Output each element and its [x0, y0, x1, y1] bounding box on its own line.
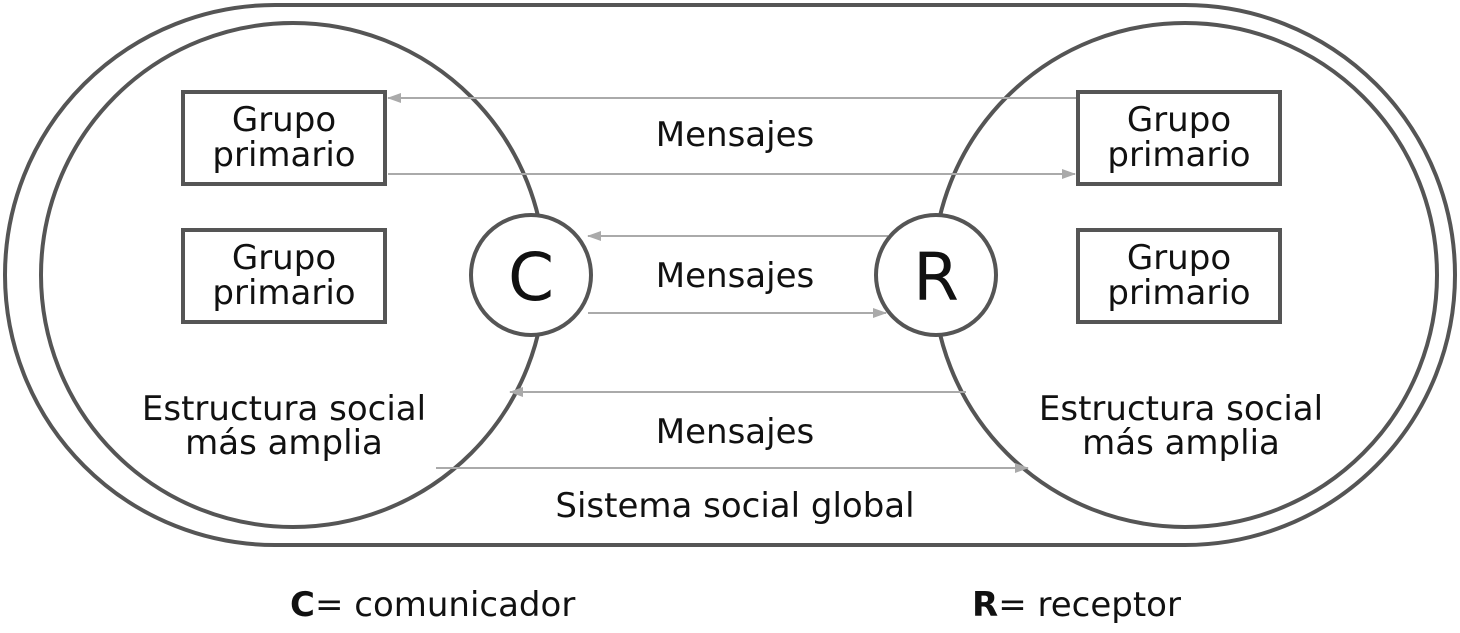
left-primary-group-box-1: Grupo primario [181, 90, 387, 186]
box-text-line2: primario [212, 135, 355, 175]
box-text-line1: Grupo [1127, 238, 1231, 278]
box-text-line2: primario [1107, 135, 1250, 175]
communicator-letter: C [508, 239, 554, 316]
right-primary-group-box-2: Grupo primario [1076, 228, 1282, 324]
legend-c-text: = comunicador [314, 585, 576, 625]
messages-label-bottom: Mensajes [656, 412, 814, 452]
global-social-system-label: Sistema social global [555, 486, 914, 526]
receiver-letter: R [913, 239, 959, 316]
box-text-line1: Grupo [232, 238, 336, 278]
left-structure-label-line2: más amplia [185, 423, 383, 463]
box-text-line2: primario [1107, 273, 1250, 313]
legend-r-text: = receptor [998, 585, 1181, 625]
right-structure-label-line2: más amplia [1082, 423, 1280, 463]
right-primary-group-box-1: Grupo primario [1076, 90, 1282, 186]
legend-communicator: C= comunicador [290, 585, 575, 625]
legend-receiver: R= receptor [972, 585, 1181, 625]
messages-label-middle: Mensajes [656, 256, 814, 296]
global-social-system-boundary [3, 3, 1457, 547]
legend-c-key: C [290, 585, 315, 625]
box-text-line1: Grupo [232, 100, 336, 140]
box-text-line1: Grupo [1127, 100, 1231, 140]
legend-r-key: R [972, 585, 999, 625]
receiver-node: R [874, 213, 998, 337]
left-structure-label-line1: Estructura social [142, 389, 426, 429]
box-text-line2: primario [212, 273, 355, 313]
left-primary-group-box-2: Grupo primario [181, 228, 387, 324]
messages-label-top: Mensajes [656, 115, 814, 155]
communicator-node: C [469, 213, 593, 337]
right-structure-label-line1: Estructura social [1039, 389, 1323, 429]
